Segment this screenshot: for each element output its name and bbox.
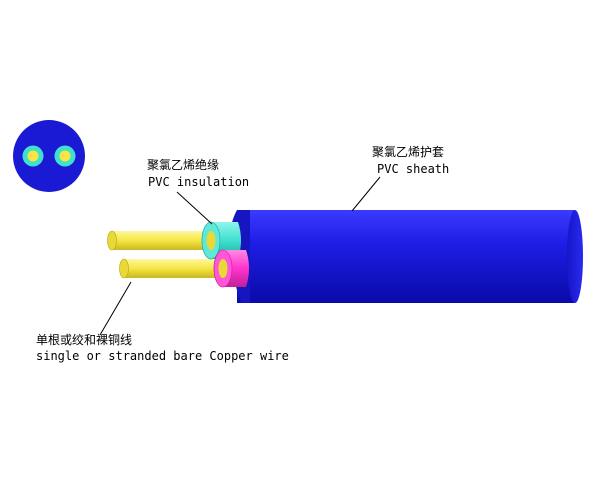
cable-3d-drawing xyxy=(107,210,583,303)
label-sheath-cn: 聚氯乙烯护套 xyxy=(372,145,444,159)
label-conductor-en: single or stranded bare Copper wire xyxy=(36,349,289,363)
cross-section-conductor-left xyxy=(27,150,39,162)
leader-line-conductor xyxy=(99,281,132,336)
cross-section-sheath xyxy=(13,120,85,192)
leader-line-sheath xyxy=(351,176,381,212)
label-conductor-cn: 单根或绞和裸铜线 xyxy=(36,332,132,347)
insulation-bottom-front xyxy=(213,249,249,288)
leader-line-insulation xyxy=(176,191,213,225)
conductor-bottom xyxy=(119,258,224,279)
label-insulation-en: PVC insulation xyxy=(148,175,249,189)
outer-sheath xyxy=(229,210,583,303)
cable-cross-section-icon xyxy=(13,120,85,192)
leader-lines xyxy=(99,176,381,336)
cross-section-conductor-right xyxy=(59,150,71,162)
label-sheath-en: PVC sheath xyxy=(377,162,449,176)
conductor-top xyxy=(107,230,212,251)
insulation-top-front xyxy=(201,221,241,260)
label-insulation-cn: 聚氯乙烯绝缘 xyxy=(147,157,219,172)
